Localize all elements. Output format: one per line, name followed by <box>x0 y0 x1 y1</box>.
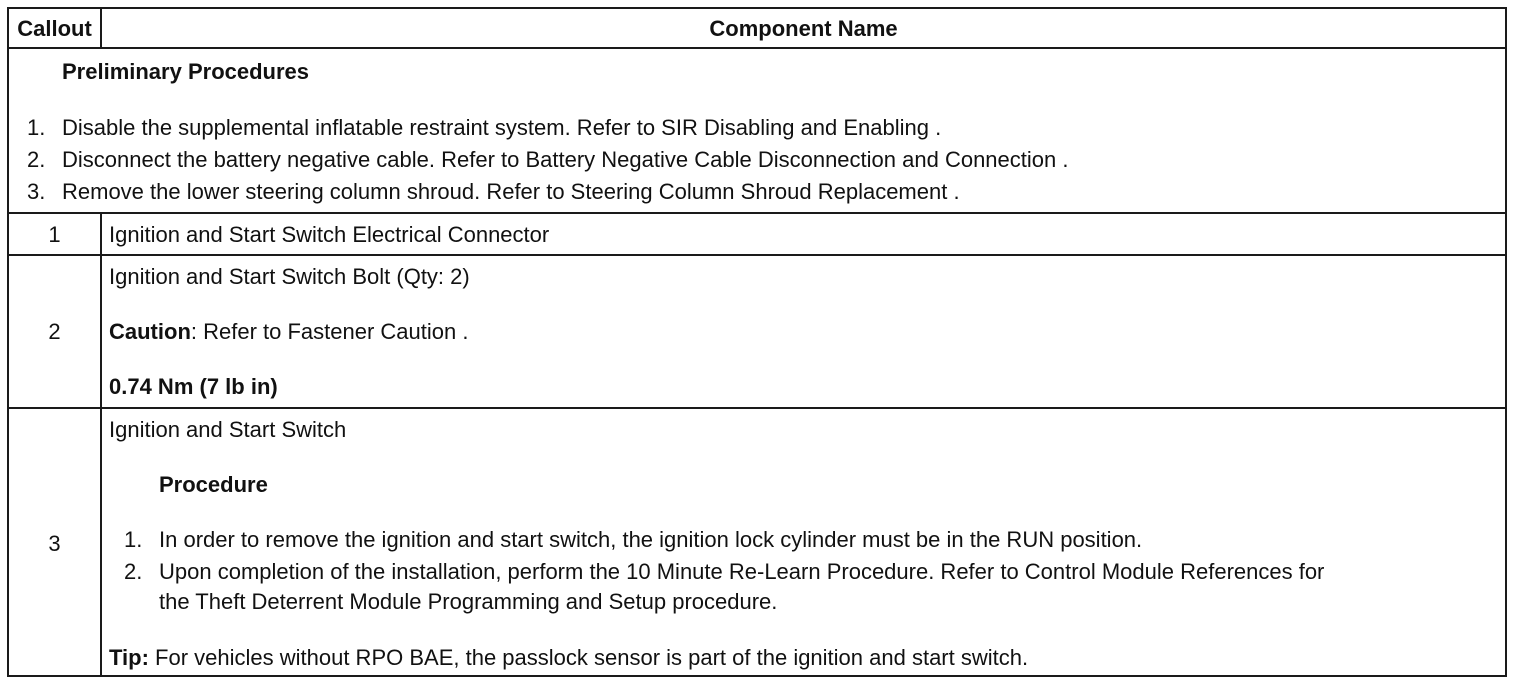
tip-label: Tip: <box>109 645 149 670</box>
caution-text: : Refer to Fastener Caution . <box>190 319 469 344</box>
preliminary-step: Disable the supplemental inflatable rest… <box>62 115 942 140</box>
callout-column-header: Callout <box>17 16 92 41</box>
procedure-step-continuation: the Theft Deterrent Module Programming a… <box>159 589 778 614</box>
component-table: Callout Component Name Preliminary Proce… <box>7 7 1507 677</box>
component-name: Ignition and Start Switch Bolt (Qty: 2) <box>109 264 470 289</box>
preliminary-step: Disconnect the battery negative cable. R… <box>62 147 1069 172</box>
preliminary-step: Remove the lower steering column shroud.… <box>62 179 960 204</box>
table-row: 2 Ignition and Start Switch Bolt (Qty: 2… <box>9 256 1505 409</box>
table-row: 1 Ignition and Start Switch Electrical C… <box>9 214 1505 256</box>
caution-note: Caution: Refer to Fastener Caution . <box>109 319 468 345</box>
caution-label: Caution <box>109 319 191 344</box>
tip-note: Tip: For vehicles without RPO BAE, the p… <box>109 645 1028 671</box>
callout-number: 2 <box>48 319 61 344</box>
procedure-title: Procedure <box>159 472 268 497</box>
step-number: 2. <box>27 147 46 172</box>
component-name: Ignition and Start Switch Electrical Con… <box>109 222 550 247</box>
torque-spec: 0.74 Nm (7 lb in) <box>109 374 278 399</box>
table-header-row: Callout Component Name <box>9 9 1505 49</box>
procedure-step: In order to remove the ignition and star… <box>159 527 1143 552</box>
preliminary-procedures-row: Preliminary Procedures 1. Disable the su… <box>9 49 1505 214</box>
step-number: 1. <box>27 115 46 140</box>
procedure-step: Upon completion of the installation, per… <box>159 559 1325 584</box>
component-name: Ignition and Start Switch <box>109 417 347 442</box>
component-name-column-header: Component Name <box>709 16 898 41</box>
callout-number: 1 <box>48 222 61 247</box>
callout-number: 3 <box>48 531 61 556</box>
step-number: 2. <box>124 559 143 584</box>
table-row: 3 Ignition and Start Switch Procedure 1.… <box>9 409 1505 675</box>
preliminary-procedures-title: Preliminary Procedures <box>62 59 310 84</box>
step-number: 1. <box>124 527 143 552</box>
tip-text: For vehicles without RPO BAE, the passlo… <box>148 645 1029 670</box>
step-number: 3. <box>27 179 46 204</box>
